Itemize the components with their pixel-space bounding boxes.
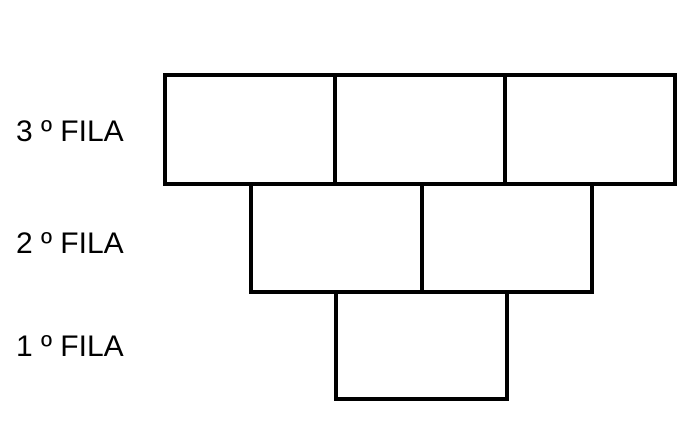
- row-1-blocks: [334, 290, 509, 401]
- row-2-blocks: [249, 182, 594, 294]
- block-row1-1: [334, 290, 509, 401]
- row-label-2: 2 º FILA: [16, 227, 124, 260]
- row-label-1: 1 º FILA: [16, 330, 124, 363]
- block-row3-2: [333, 73, 507, 186]
- row-3-blocks: [163, 73, 677, 186]
- row-label-3: 3 º FILA: [16, 115, 124, 148]
- block-row2-2: [420, 182, 594, 294]
- block-row2-1: [249, 182, 424, 294]
- block-row3-3: [503, 73, 677, 186]
- block-row3-1: [163, 73, 337, 186]
